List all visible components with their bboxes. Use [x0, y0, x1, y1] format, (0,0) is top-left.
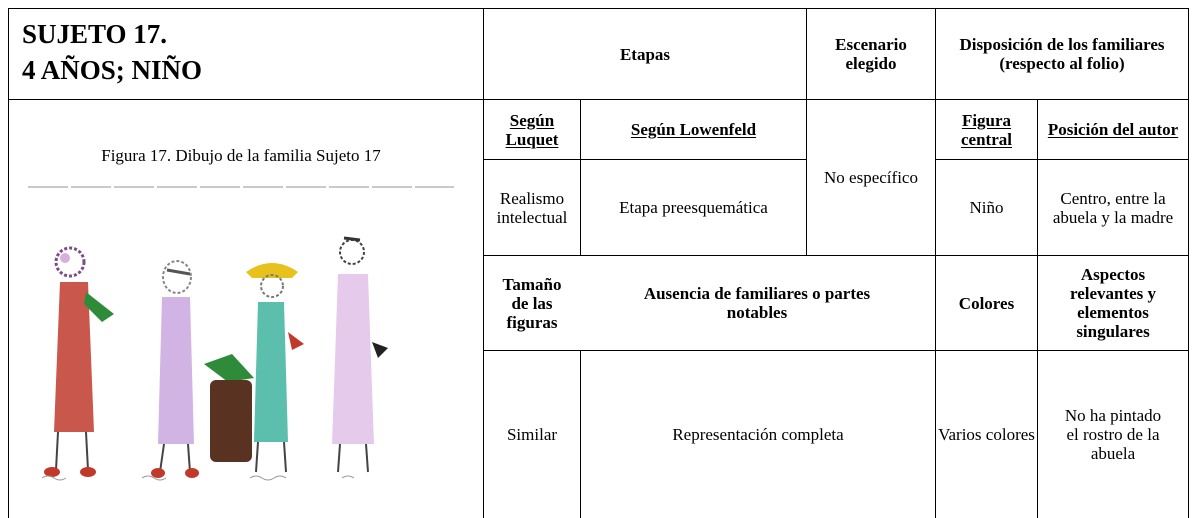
- grid-line: [580, 99, 581, 256]
- header-luquet-label: Según Luquet: [505, 110, 559, 149]
- subject-title: SUJETO 17. 4 AÑOS; NIÑO: [22, 16, 202, 88]
- grid-line: [483, 255, 1189, 256]
- grid-line: [483, 8, 484, 518]
- header-figura-central-label: Figura central: [961, 110, 1012, 149]
- grid-line: [8, 8, 1189, 9]
- value-colores: Varios colores: [938, 425, 1035, 444]
- header-etapas: Etapas: [619, 44, 671, 64]
- value-lowenfeld: Etapa preesquemática: [619, 198, 768, 217]
- grid-line: [806, 8, 807, 256]
- family-drawing: [22, 182, 462, 490]
- header-posicion-autor-label: Posición del autor: [1047, 120, 1179, 139]
- value-luquet: Realismo intelectual: [496, 188, 568, 227]
- value-escenario: No específico: [824, 168, 918, 187]
- value-aspectos-label: No ha pintado el rostro de la abuela: [1064, 406, 1162, 463]
- figure-red: [44, 246, 114, 477]
- header-disposicion: Disposición de los familiares (respecto …: [959, 35, 1165, 73]
- grid-line: [935, 159, 1189, 160]
- figure-lilac: [151, 260, 199, 478]
- value-ausencia: Representación completa: [672, 425, 844, 444]
- header-colores: Colores: [958, 293, 1015, 313]
- value-tamano: Similar: [506, 425, 558, 444]
- header-tamano: Tamaño de las figuras: [502, 274, 562, 332]
- value-posicion-autor: Centro, entre la abuela y la madre: [1052, 188, 1174, 227]
- header-posicion-autor: Posición del autor: [1038, 100, 1188, 159]
- subject-line-1: SUJETO 17.: [22, 19, 168, 49]
- figure-teal: [246, 263, 304, 473]
- brown-object: [204, 354, 254, 462]
- header-lowenfeld-label: Según Lowenfeld: [630, 120, 757, 139]
- figure-caption: Figura 17. Dibujo de la familia Sujeto 1…: [101, 146, 381, 165]
- grid-line: [935, 8, 936, 518]
- grid-line: [1037, 99, 1038, 518]
- header-lowenfeld: Según Lowenfeld: [581, 100, 806, 159]
- grid-line: [1188, 8, 1189, 518]
- header-aspectos-label: Aspectos relevantes y elementos singular…: [1069, 265, 1157, 341]
- grid-line: [8, 8, 9, 518]
- header-ausencia: Ausencia de familiares o partes notables: [643, 284, 871, 322]
- grid-line: [580, 350, 581, 518]
- header-luquet: Según Luquet: [484, 100, 580, 159]
- grid-line: [483, 159, 806, 160]
- value-figura-central: Niño: [969, 198, 1004, 217]
- header-escenario: Escenario elegido: [835, 35, 907, 73]
- grid-line: [483, 350, 1189, 351]
- header-aspectos: Aspectos relevantes y elementos singular…: [1038, 256, 1188, 350]
- subject-line-2: 4 AÑOS; NIÑO: [22, 55, 203, 85]
- header-figura-central: Figura central: [936, 100, 1037, 159]
- value-aspectos: No ha pintado el rostro de la abuela: [1038, 351, 1188, 518]
- figure-pink: [332, 236, 388, 473]
- grid-line: [8, 99, 1189, 100]
